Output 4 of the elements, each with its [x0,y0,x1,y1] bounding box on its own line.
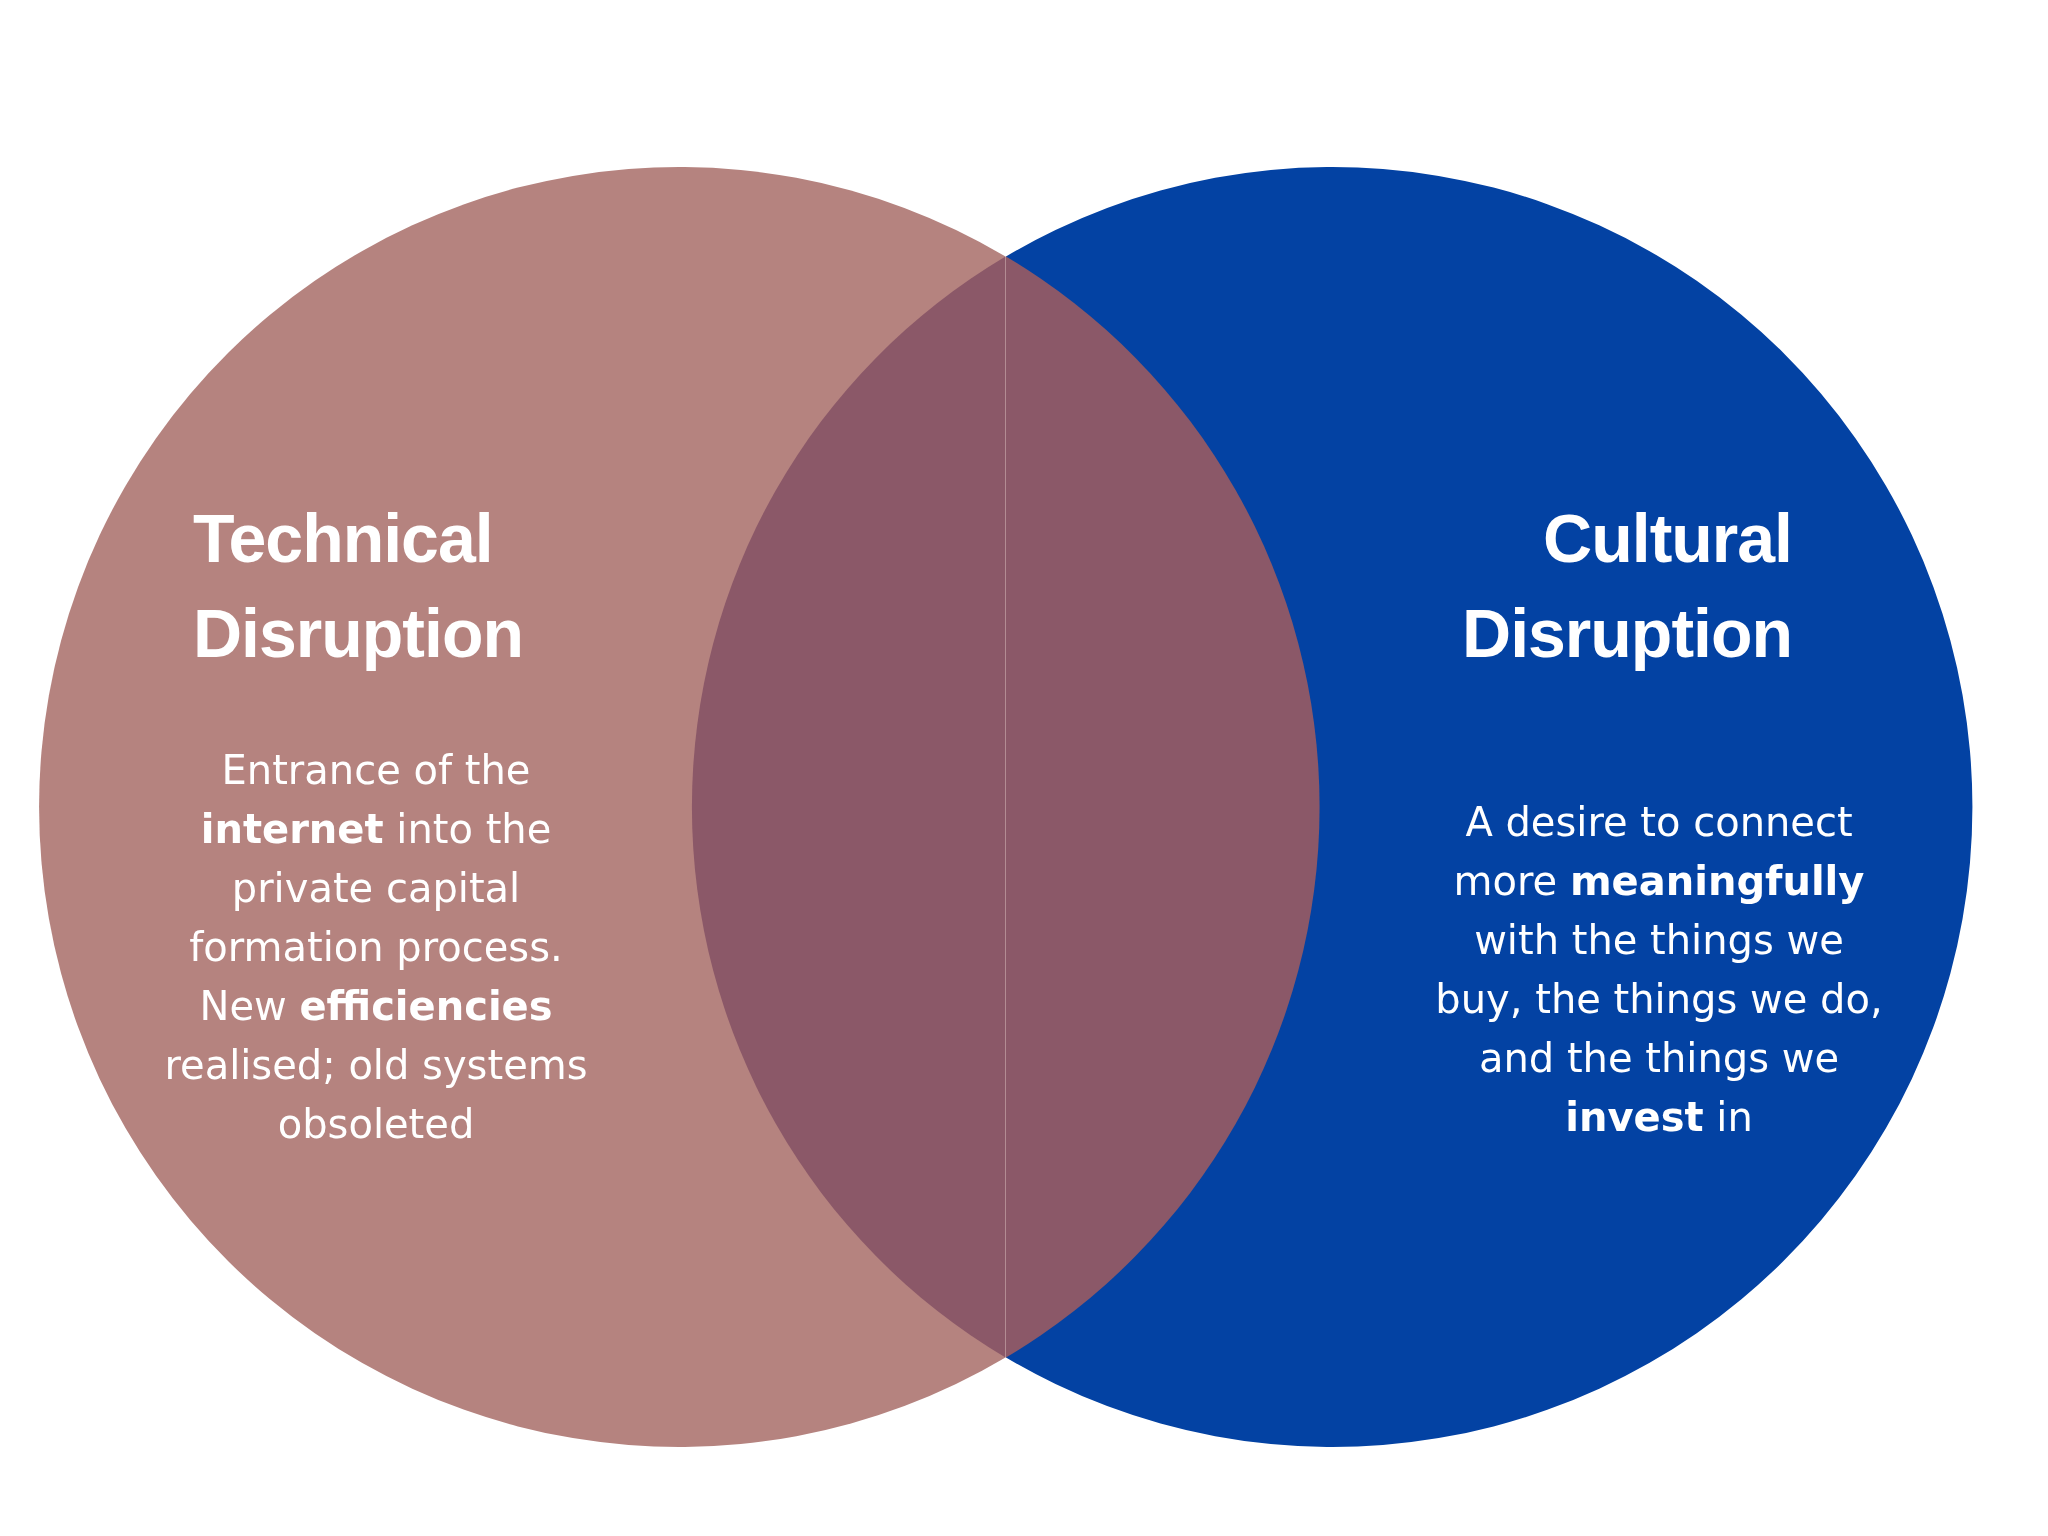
circle-description: Entrance of the internet into the private capital formation process. New efficiencies realised; old systems obsoleted [163,746,589,1149]
circle-title: Technical Disruption [193,499,524,673]
circle-title: Cultural Disruption [1461,499,1792,673]
circle-description: A desire to connect more meaningfully with the things we buy, the things we do, and the things we invest in [1434,798,1884,1142]
